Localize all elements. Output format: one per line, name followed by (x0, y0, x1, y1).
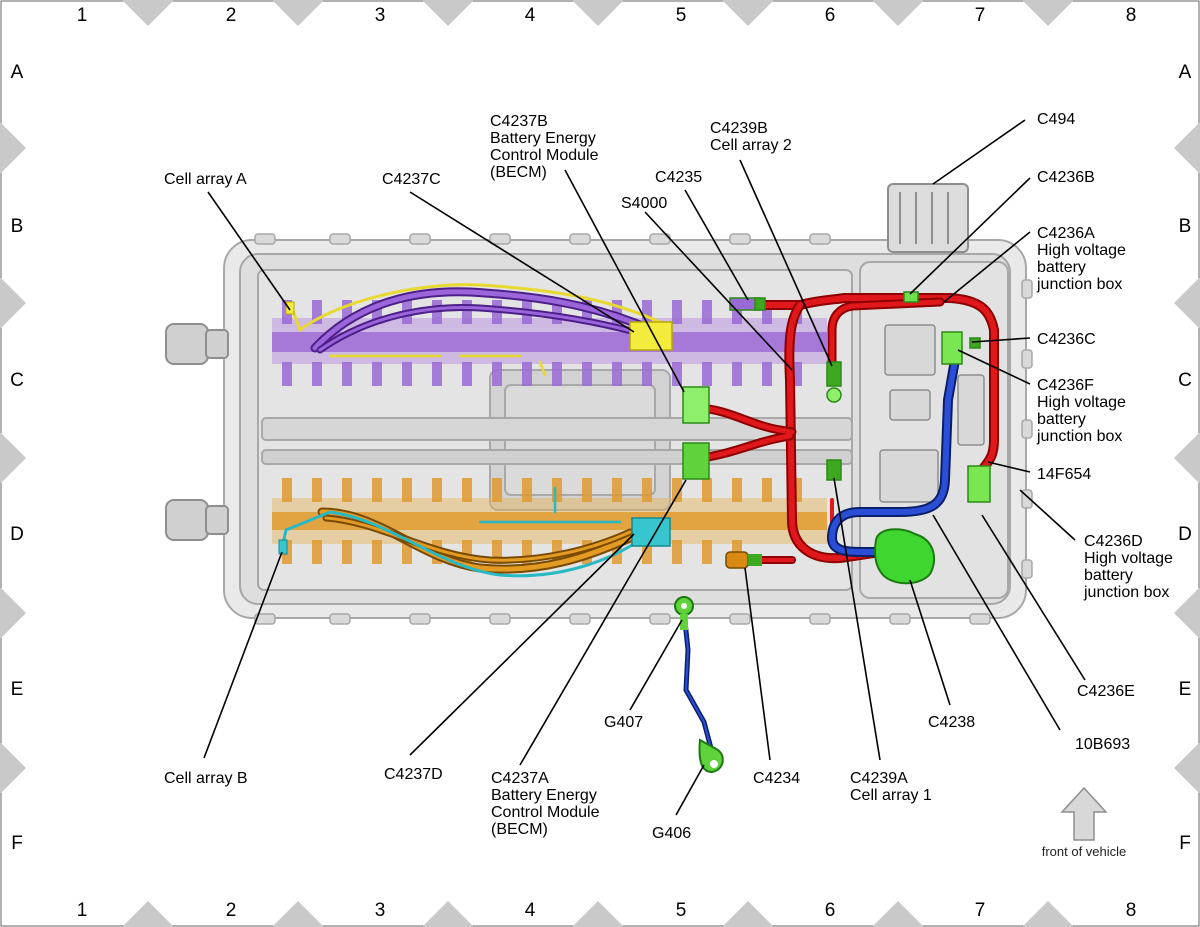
col-label-top: 5 (676, 5, 687, 26)
callout-c4239a: C4239A Cell array 1 (850, 770, 932, 804)
callout-c4237d: C4237D (384, 766, 443, 783)
grid-labels: 1 2 3 4 5 6 7 8 1 2 3 4 5 6 7 8 A B C D … (10, 5, 1192, 921)
col-label-bottom: 3 (375, 900, 386, 921)
front-of-vehicle-arrow-icon (1060, 786, 1108, 841)
leader-lines (203, 119, 1086, 816)
coolant-port-lower (165, 499, 229, 541)
row-label-left: B (11, 216, 24, 237)
c494-connector (887, 183, 969, 253)
c4237c-connector (629, 321, 673, 351)
c4234-connector (725, 551, 762, 569)
col-label-top: 6 (825, 5, 836, 26)
g406-terminal (698, 738, 724, 774)
callout-c4236e: C4236E (1077, 683, 1135, 700)
callout-c494: C494 (1037, 111, 1075, 128)
callout-c4237a: C4237A Battery Energy Control Module (BE… (491, 770, 604, 838)
front-of-vehicle-label: front of vehicle (1042, 844, 1127, 859)
c4238-connector (874, 528, 936, 585)
col-label-bottom: 1 (77, 900, 88, 921)
callout-14f654: 14F654 (1037, 466, 1091, 483)
col-label-bottom: 2 (226, 900, 237, 921)
callout-10b693: 10B693 (1075, 736, 1130, 753)
cell-array-a-harness (290, 283, 662, 377)
col-label-bottom: 8 (1126, 900, 1137, 921)
row-label-left: F (11, 833, 23, 854)
col-label-bottom: 6 (825, 900, 836, 921)
row-label-left: C (10, 370, 24, 391)
row-label-left: A (11, 62, 24, 83)
callout-c4239b: C4239B Cell array 2 (710, 120, 792, 154)
callout-c4236b: C4236B (1037, 169, 1095, 186)
row-label-right: F (1179, 833, 1191, 854)
row-label-right: C (1178, 370, 1192, 391)
callout-cell-array-a: Cell array A (164, 171, 247, 188)
cell-array-b-sensor (278, 539, 288, 555)
col-label-top: 1 (77, 5, 88, 26)
c4237d-connector (631, 517, 671, 547)
g407-terminal (674, 596, 694, 630)
col-label-top: 4 (525, 5, 536, 26)
callout-cell-array-b: Cell array B (164, 770, 248, 787)
hv-cables-red (695, 293, 999, 564)
col-label-top: 8 (1126, 5, 1137, 26)
callout-s4000: S4000 (621, 195, 667, 212)
row-label-left: D (10, 524, 24, 545)
callout-c4236d: C4236D High voltage battery junction box (1083, 533, 1177, 601)
row-label-right: A (1179, 62, 1192, 83)
cell-array-a-sensor (285, 301, 295, 315)
callout-c4236f: C4236F High voltage battery junction box (1036, 377, 1130, 445)
col-label-bottom: 5 (676, 900, 687, 921)
callout-c4234: C4234 (753, 770, 800, 787)
callout-g406: G406 (652, 825, 691, 842)
row-label-right: B (1179, 216, 1192, 237)
col-label-top: 7 (975, 5, 986, 26)
callout-c4236a: C4236A High voltage battery junction box (1036, 225, 1130, 293)
col-label-bottom: 7 (975, 900, 986, 921)
row-label-right: D (1178, 524, 1192, 545)
green-connectors (682, 291, 991, 503)
row-label-left: E (11, 679, 24, 700)
callout-c4236c: C4236C (1037, 331, 1096, 348)
cell-array-b-terminals (282, 478, 802, 564)
cell-array-b-harness (280, 486, 642, 578)
col-label-bottom: 4 (525, 900, 536, 921)
callout-c4238: C4238 (928, 714, 975, 731)
callout-c4237c: C4237C (382, 171, 441, 188)
hv-cable-blue (827, 355, 960, 557)
col-label-top: 2 (226, 5, 237, 26)
callout-c4235: C4235 (655, 169, 702, 186)
col-label-top: 3 (375, 5, 386, 26)
callout-g407: G407 (604, 714, 643, 731)
row-label-right: E (1179, 679, 1192, 700)
callout-c4237b: C4237B Battery Energy Control Module (BE… (490, 113, 603, 181)
ground-strap (681, 609, 715, 755)
coolant-port-upper (165, 323, 229, 365)
junction-box-internals (879, 324, 985, 503)
